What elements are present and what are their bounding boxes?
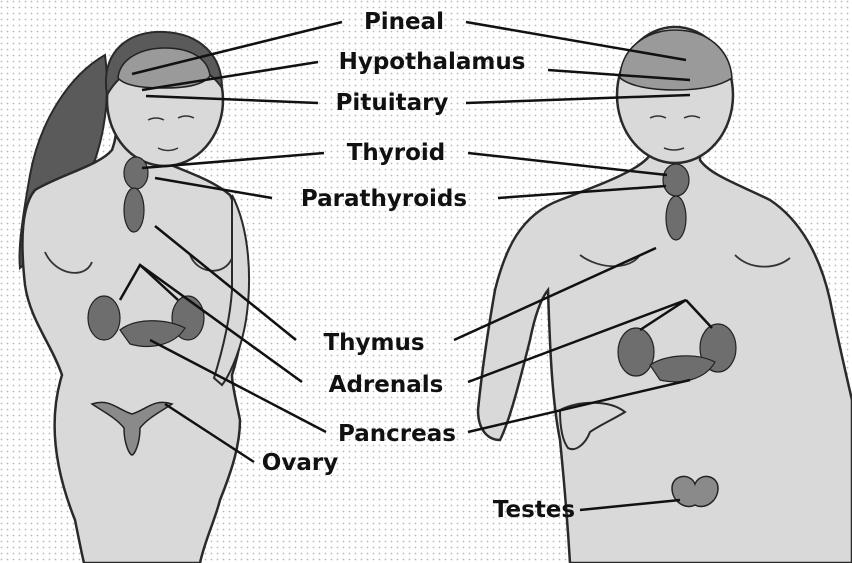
female-thyroid xyxy=(124,157,148,189)
female-adrenal-left xyxy=(88,296,120,340)
label-pineal: Pineal xyxy=(364,9,444,35)
label-thyroid: Thyroid xyxy=(347,140,446,166)
label-ovary: Ovary xyxy=(262,450,338,476)
label-adrenals: Adrenals xyxy=(329,372,444,398)
label-parathyroids: Parathyroids xyxy=(301,186,467,212)
male-thymus xyxy=(666,196,686,240)
label-thymus: Thymus xyxy=(323,330,424,356)
label-hypothalamus: Hypothalamus xyxy=(339,49,526,75)
female-thymus xyxy=(124,188,144,232)
male-thyroid xyxy=(663,164,689,196)
label-pancreas: Pancreas xyxy=(338,421,456,447)
male-adrenal-left xyxy=(618,328,654,376)
label-testes: Testes xyxy=(493,497,575,523)
label-pituitary: Pituitary xyxy=(336,90,449,116)
